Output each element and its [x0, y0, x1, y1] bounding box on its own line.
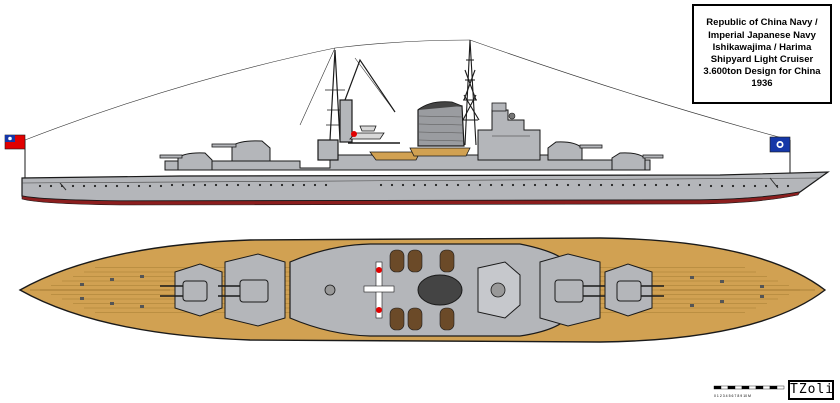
scale-labels: 0 1 2 3 4 5 6 7 8 9 10 M	[714, 394, 751, 398]
artist-signature: TZoli	[788, 380, 834, 400]
seaplane	[348, 125, 400, 144]
scale-bar-icon	[713, 385, 785, 390]
title-line-1: Republic of China Navy /	[706, 17, 818, 29]
turrets-top	[160, 279, 664, 303]
title-line-4: Shipyard Light Cruiser	[710, 54, 814, 65]
funnel-top	[417, 274, 463, 306]
boats-top	[389, 249, 455, 331]
boot-topping	[21, 191, 801, 206]
ship-boats	[369, 147, 471, 161]
bridge	[477, 102, 541, 161]
title-line-3: Ishikawajima / Harima	[712, 41, 812, 53]
rigging	[24, 39, 791, 141]
portholes	[38, 183, 790, 188]
turret-aft-lower	[159, 152, 213, 171]
turret-fwd-lower	[611, 152, 664, 171]
title-line-5: 3.600ton Design for China	[703, 66, 821, 78]
title-box: Republic of China Navy / Imperial Japane…	[692, 4, 832, 104]
title-line-6: 1936	[751, 78, 773, 90]
side-profile	[4, 39, 830, 206]
hull-side	[21, 171, 830, 202]
top-view	[18, 237, 827, 343]
aft-mast	[317, 49, 396, 161]
title-line-2: Imperial Japanese Navy	[708, 29, 816, 41]
seaplane-top	[363, 261, 395, 319]
foremast	[462, 39, 480, 146]
naval-jack-icon	[769, 136, 791, 153]
roc-flag-icon	[4, 134, 26, 150]
turret-fwd-upper	[547, 141, 603, 161]
deck-fittings	[80, 275, 764, 308]
funnel	[417, 101, 465, 147]
turret-aft-upper	[211, 140, 271, 162]
